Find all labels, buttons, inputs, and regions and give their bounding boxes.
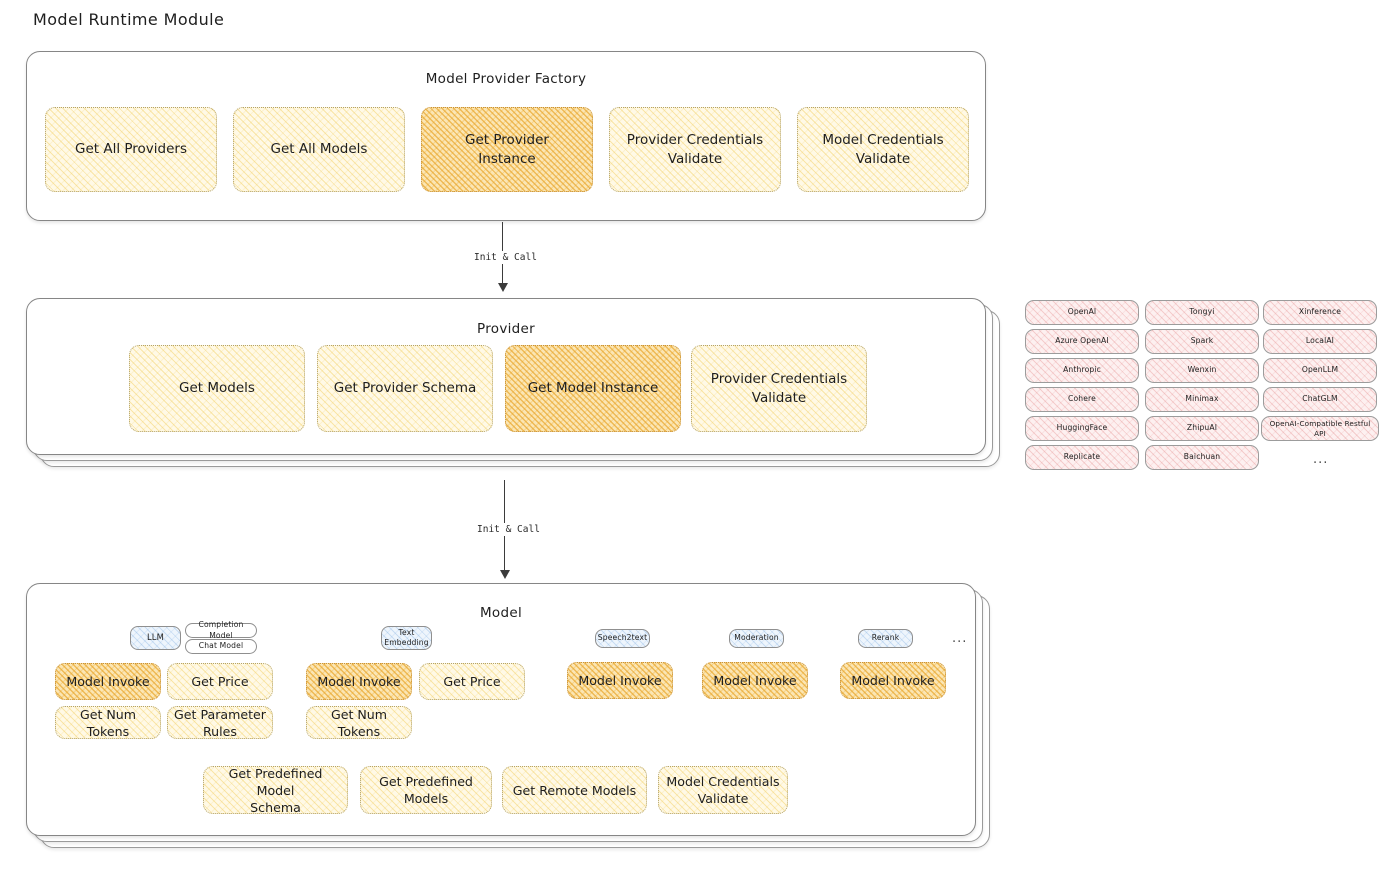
model-subtype-badge-chat-model[interactable]: Chat Model — [185, 639, 257, 654]
provider-chip-spark[interactable]: Spark — [1145, 329, 1259, 354]
node-provider-credentials-validate[interactable]: Provider Credentials Validate — [691, 345, 867, 432]
provider-chip-replicate[interactable]: Replicate — [1025, 445, 1139, 470]
model-type-badge-moderation[interactable]: Moderation — [729, 629, 784, 648]
arrow-label-init-call-1: Init & Call — [471, 251, 540, 264]
node-text-embedding-get-price[interactable]: Get Price — [419, 663, 525, 700]
provider-chip-xinference[interactable]: Xinference — [1263, 300, 1377, 325]
node-get-provider-schema[interactable]: Get Provider Schema — [317, 345, 493, 432]
node-get-predefined-model-schema[interactable]: Get Predefined Model Schema — [203, 766, 348, 815]
model-type-badge-llm[interactable]: LLM — [130, 626, 181, 650]
node-get-predefined-models[interactable]: Get Predefined Models — [360, 766, 492, 814]
model-type-badge-rerank[interactable]: Rerank — [858, 629, 913, 648]
node-get-provider-instance[interactable]: Get Provider Instance — [421, 107, 593, 192]
provider-chip-localai[interactable]: LocalAI — [1263, 329, 1377, 354]
node-model-credentials-validate-model[interactable]: Model Credentials Validate — [658, 766, 788, 814]
provider-chip-azure-openai[interactable]: Azure OpenAI — [1025, 329, 1139, 354]
node-llm-model-invoke[interactable]: Model Invoke — [55, 663, 161, 700]
model-title: Model — [479, 605, 523, 621]
node-llm-get-parameter-rules[interactable]: Get Parameter Rules — [167, 706, 273, 739]
node-model-credentials-validate-factory[interactable]: Model Credentials Validate — [797, 107, 969, 192]
provider-chip-openai[interactable]: OpenAI — [1025, 300, 1139, 325]
provider-chip-minimax[interactable]: Minimax — [1145, 387, 1259, 412]
node-get-model-instance[interactable]: Get Model Instance — [505, 345, 681, 432]
arrow-provider-to-model-head — [500, 570, 510, 579]
node-text-embedding-get-num-tokens[interactable]: Get Num Tokens — [306, 706, 412, 739]
provider-chip-openai-compatible-restful-api[interactable]: OpenAI-Compatible Restful API — [1261, 416, 1379, 441]
provider-chip-cohere[interactable]: Cohere — [1025, 387, 1139, 412]
node-rerank-model-invoke[interactable]: Model Invoke — [840, 662, 946, 699]
provider-chip-baichuan[interactable]: Baichuan — [1145, 445, 1259, 470]
arrow-label-init-call-2: Init & Call — [474, 523, 543, 536]
provider-chip-tongyi[interactable]: Tongyi — [1145, 300, 1259, 325]
node-provider-credentials-validate-factory[interactable]: Provider Credentials Validate — [609, 107, 781, 192]
model-subtype-badge-completion-model[interactable]: Completion Model — [185, 620, 257, 640]
node-get-models[interactable]: Get Models — [129, 345, 305, 432]
provider-chip-chatglm[interactable]: ChatGLM — [1263, 387, 1377, 412]
provider-chip-huggingface[interactable]: HuggingFace — [1025, 416, 1139, 441]
model-container: Model — [26, 583, 976, 836]
model-types-more-ellipsis: ... — [952, 631, 968, 646]
node-speech2text-model-invoke[interactable]: Model Invoke — [567, 662, 673, 699]
node-get-all-providers[interactable]: Get All Providers — [45, 107, 217, 192]
model-type-badge-speech2text[interactable]: Speech2text — [595, 629, 650, 648]
model-type-badge-text-embedding[interactable]: Text Embedding — [381, 626, 432, 650]
model-provider-factory-title: Model Provider Factory — [425, 71, 587, 87]
provider-chip-anthropic[interactable]: Anthropic — [1025, 358, 1139, 383]
provider-chip-zhipuai[interactable]: ZhipuAI — [1145, 416, 1259, 441]
node-get-all-models[interactable]: Get All Models — [233, 107, 405, 192]
node-text-embedding-model-invoke[interactable]: Model Invoke — [306, 663, 412, 700]
provider-chip-openllm[interactable]: OpenLLM — [1263, 358, 1377, 383]
provider-list-more-ellipsis: ... — [1313, 452, 1329, 467]
node-llm-get-price[interactable]: Get Price — [167, 663, 273, 700]
node-llm-get-num-tokens[interactable]: Get Num Tokens — [55, 706, 161, 739]
page-title: Model Runtime Module — [33, 10, 225, 29]
node-get-remote-models[interactable]: Get Remote Models — [502, 766, 647, 814]
node-moderation-model-invoke[interactable]: Model Invoke — [702, 662, 808, 699]
provider-title: Provider — [477, 321, 535, 337]
provider-chip-wenxin[interactable]: Wenxin — [1145, 358, 1259, 383]
arrow-factory-to-provider-head — [498, 283, 508, 292]
